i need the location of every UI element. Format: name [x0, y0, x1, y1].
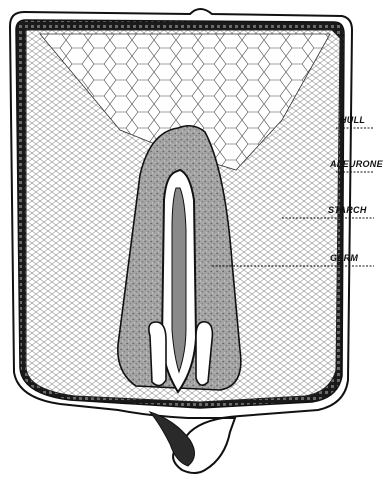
- label-hull: HULL: [340, 115, 365, 125]
- germ-radicle-left: [149, 322, 166, 386]
- germ-plumule-inner: [172, 188, 186, 372]
- label-germ: GERM: [330, 253, 358, 263]
- label-aleurone: ALEURONE: [329, 159, 384, 169]
- label-starch: STARCH: [328, 205, 367, 215]
